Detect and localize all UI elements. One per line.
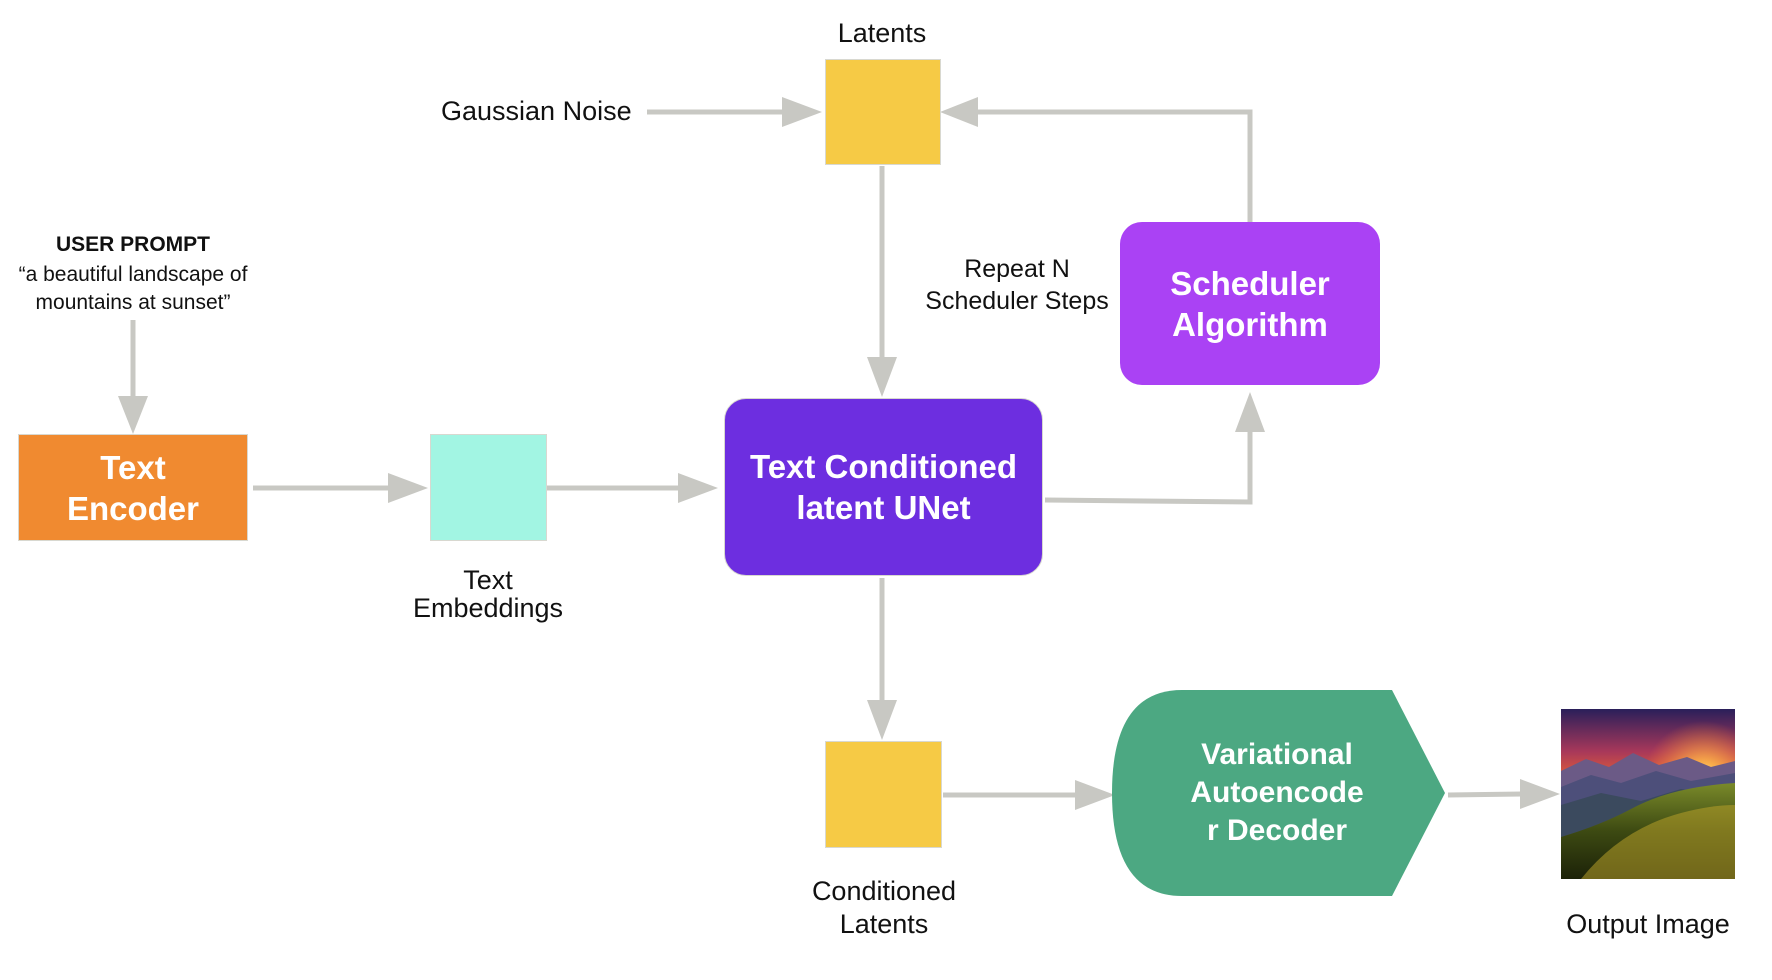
arrowhead-unet-to-scheduler [1235, 392, 1265, 432]
repeat-steps-line-1: Repeat N [964, 255, 1070, 283]
unet-node: Text Conditioned latent UNet [724, 398, 1043, 576]
vae-line-3: r Decoder [1206, 814, 1348, 847]
vae-line-2: Autoencode [1190, 776, 1364, 809]
arrowhead-latents-to-unet [867, 357, 897, 397]
text-embeddings-label-line-1: Text [463, 565, 513, 595]
scheduler-algorithm-node: Scheduler Algorithm [1120, 222, 1380, 385]
repeat-steps-line-2: Scheduler Steps [925, 287, 1109, 315]
text-encoder-node: Text Encoder [18, 434, 248, 541]
arrowhead-scheduler-to-latents [940, 97, 978, 127]
latents-node [825, 59, 941, 165]
text-embeddings-node [430, 434, 547, 541]
vae-decoder-shape [1112, 690, 1445, 896]
user-prompt-line-1: “a beautiful landscape of [18, 263, 248, 286]
output-image-label: Output Image [1566, 909, 1730, 939]
arrowhead-noise-to-latents [782, 97, 822, 127]
vae-line-1: Variational [1201, 738, 1353, 771]
text-embeddings-label-line-2: Embeddings [412, 593, 564, 623]
gaussian-noise-label: Gaussian Noise [441, 96, 632, 126]
conditioned-latents-node [825, 741, 942, 848]
arrowhead-embeddings-to-unet [678, 473, 718, 503]
arrowhead-prompt-to-encoder [118, 396, 148, 434]
scheduler-line-1: Scheduler [1170, 264, 1330, 302]
vae-decoder-node: Variational Autoencode r Decoder [1112, 690, 1442, 896]
arrowhead-conditioned-to-vae [1075, 780, 1115, 810]
text-encoder-line-2: Encoder [66, 489, 200, 527]
latents-label: Latents [837, 18, 927, 48]
unet-line-1: Text Conditioned [749, 448, 1018, 485]
text-encoder-line-1: Text [100, 448, 166, 486]
arrow-scheduler-to-latents [976, 109, 1253, 222]
unet-line-2: latent UNet [796, 489, 971, 526]
arrow-unet-to-scheduler [1044, 430, 1253, 505]
arrowhead-encoder-to-embeddings [388, 473, 428, 503]
arrowhead-unet-to-conditioned [867, 700, 897, 740]
user-prompt-title: USER PROMPT [55, 233, 211, 256]
landscape-sunset-image [1561, 709, 1735, 879]
conditioned-latents-label-line-1: Conditioned [811, 876, 957, 906]
scheduler-line-2: Algorithm [1172, 305, 1328, 343]
user-prompt-line-2: mountains at sunset” [35, 291, 231, 314]
conditioned-latents-label-line-2: Latents [839, 909, 929, 939]
arrowhead-vae-to-output [1520, 779, 1560, 809]
arrow-vae-to-output [1447, 791, 1523, 798]
